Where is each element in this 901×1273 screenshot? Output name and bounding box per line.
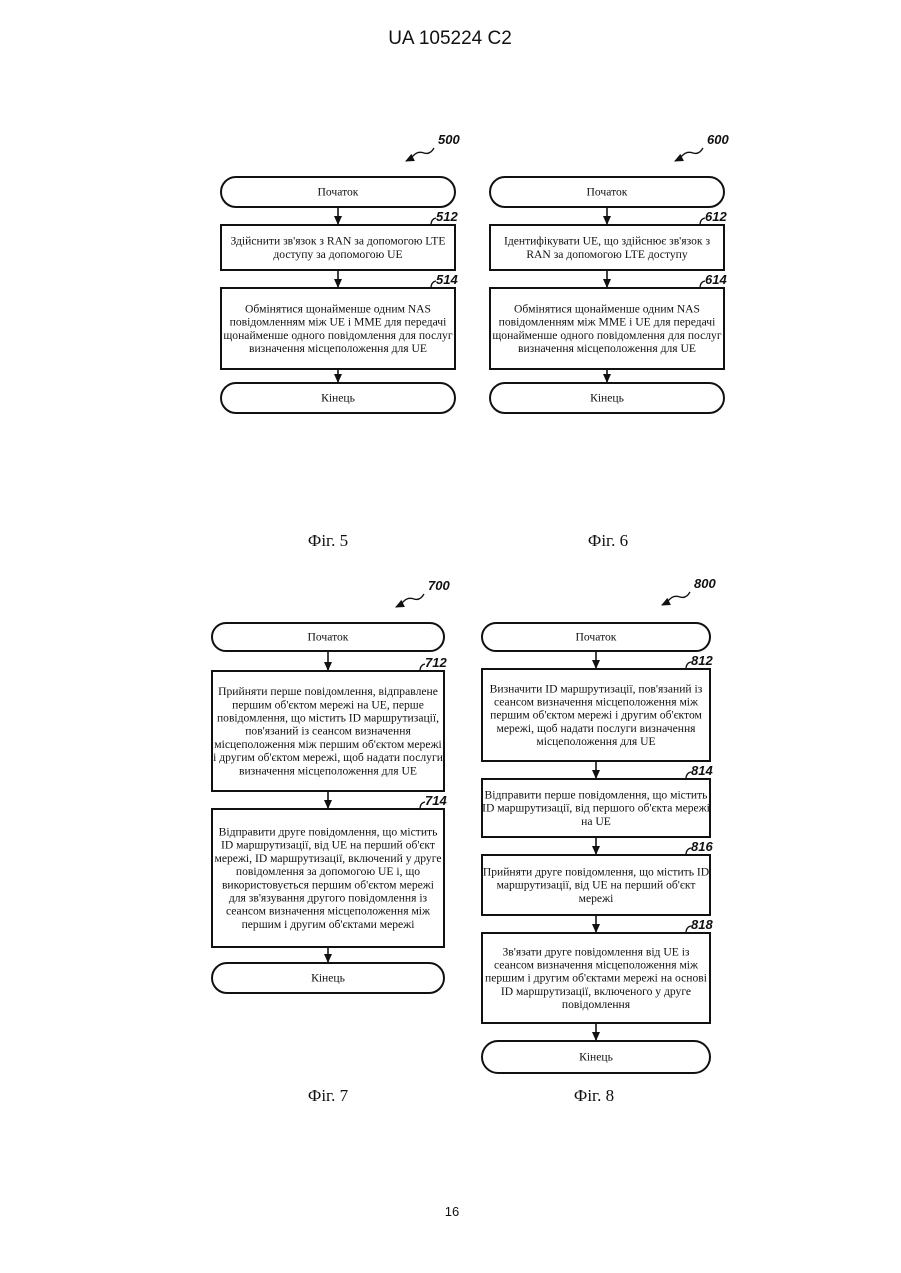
- node-text-line: місцеположення для UE: [536, 735, 655, 748]
- process-node-812: 812Визначити ID маршрутизації, пов'язани…: [482, 653, 713, 761]
- process-node-818: 818Зв'язати друге повідомлення від UE із…: [482, 917, 713, 1023]
- figure-reference-number: 500: [438, 132, 460, 147]
- flowchart-fig8: 800Початок 812Визначити ID маршрутизації,…: [482, 576, 716, 1105]
- process-node-514: 514Обмінятися щонайменше одним NASповідо…: [221, 272, 458, 369]
- node-text-line: доступу за допомогою UE: [273, 248, 402, 261]
- flowchart-fig7: 700Початок 712Прийняти перше повідомлення…: [212, 578, 450, 1105]
- figure-reference-number: 800: [694, 576, 716, 591]
- node-text-line: Кінець: [579, 1051, 613, 1064]
- figure-reference-number: 700: [428, 578, 450, 593]
- process-node-512: 512Здійснити зв'язок з RAN за допомогою …: [221, 209, 458, 270]
- terminal-node-end: Кінець: [212, 963, 444, 993]
- node-text-line: ID маршрутизації, від першого об'єкта ме…: [482, 802, 710, 815]
- node-text-line: повідомлення, що містить ID маршрутизаці…: [217, 711, 439, 724]
- node-reference-number: 514: [436, 272, 458, 287]
- node-text-line: сеансом визначення місцеположення між: [494, 958, 699, 971]
- page-number: 16: [445, 1204, 459, 1219]
- node-text-line: мережі: [579, 892, 614, 905]
- node-text-line: Визначити ID маршрутизації, пов'язаний і…: [490, 682, 703, 695]
- figure-reference-number: 600: [707, 132, 729, 147]
- document-number: UA 105224 C2: [388, 28, 512, 49]
- node-text-line: Початок: [318, 186, 359, 199]
- node-text-line: першим і другим об'єктами мережі на осно…: [485, 972, 707, 985]
- figure-caption: Фіг. 7: [308, 1086, 349, 1105]
- node-text-line: Відправити перше повідомлення, що містит…: [485, 788, 708, 801]
- node-text-line: використовується першим об'єктом мережі: [222, 878, 434, 891]
- process-node-714: 714Відправити друге повідомлення, що міс…: [212, 793, 447, 947]
- node-reference-number: 714: [425, 793, 447, 808]
- node-text-line: повідомлення за допомогою UE і, що: [236, 865, 420, 878]
- node-text-line: першим об'єктом мережі і другим об'єктом: [490, 709, 702, 722]
- figure-caption: Фіг. 6: [588, 531, 628, 550]
- node-text-line: Прийняти друге повідомлення, що містить …: [483, 865, 709, 878]
- reference-leader-squiggle: [396, 594, 424, 607]
- node-reference-number: 614: [705, 272, 727, 287]
- terminal-node-start: Початок: [490, 177, 724, 207]
- flowchart-fig5: 500Початок 512Здійснити зв'язок з RAN за …: [221, 132, 460, 550]
- node-text-line: Обмінятися щонайменше одним NAS: [245, 302, 431, 315]
- node-reference-number: 814: [691, 763, 713, 778]
- node-text-line: мережі, щоб надати послуги визначення: [497, 722, 697, 735]
- node-text-line: першим об'єктом мережі на UE, перше: [232, 698, 424, 711]
- process-node-614: 614Обмінятися щонайменше одним NASповідо…: [490, 272, 727, 369]
- node-text-line: Початок: [587, 186, 628, 199]
- figures-layer: 500Початок 512Здійснити зв'язок з RAN за …: [212, 132, 729, 1105]
- node-reference-number: 812: [691, 653, 713, 668]
- node-text-line: визначення місцеположення для UE: [249, 342, 427, 355]
- node-text-line: на UE: [581, 815, 611, 828]
- reference-leader-squiggle: [675, 148, 703, 161]
- node-text-line: повідомленням між MME і UE для передачі: [499, 316, 716, 329]
- node-reference-number: 512: [436, 209, 458, 224]
- terminal-node-end: Кінець: [490, 383, 724, 413]
- node-text-line: і другим об'єктом мережі, щоб надати пос…: [213, 751, 443, 764]
- node-text-line: повідомлення: [562, 998, 631, 1011]
- node-text-line: RAN за допомогою LTE доступу: [526, 248, 688, 261]
- process-node-816: 816Прийняти друге повідомлення, що місти…: [482, 839, 713, 915]
- node-text-line: Обмінятися щонайменше одним NAS: [514, 302, 700, 315]
- node-reference-number: 712: [425, 655, 447, 670]
- node-text-line: Відправити друге повідомлення, що містит…: [219, 825, 438, 838]
- figure-caption: Фіг. 5: [308, 531, 348, 550]
- node-text-line: Прийняти перше повідомлення, відправлене: [218, 685, 438, 698]
- node-text-line: повідомленням між UE і MME для передачі: [230, 316, 447, 329]
- process-node-612: 612Ідентифікувати UE, що здійснює зв'язо…: [490, 209, 727, 270]
- process-node-712: 712Прийняти перше повідомлення, відправл…: [212, 655, 447, 791]
- node-text-line: визначення місцеположення для UE: [239, 764, 417, 777]
- node-text-line: Кінець: [321, 392, 355, 405]
- node-text-line: мережі, ID маршрутизації, включений у др…: [215, 852, 442, 865]
- node-text-line: Початок: [576, 631, 617, 644]
- node-text-line: Здійснити зв'язок з RAN за допомогою LTE: [231, 235, 446, 248]
- reference-leader-squiggle: [662, 592, 690, 605]
- terminal-node-start: Початок: [212, 623, 444, 651]
- node-text-line: місцеположення між першим об'єктом мереж…: [214, 738, 441, 751]
- node-text-line: щонайменше одного повідомлення для послу…: [223, 329, 452, 342]
- node-text-line: визначення місцеположення для UE: [518, 342, 696, 355]
- terminal-node-end: Кінець: [221, 383, 455, 413]
- flowchart-fig6: 600Початок 612Ідентифікувати UE, що здійс…: [490, 132, 729, 550]
- node-text-line: щонайменше одного повідомлення для послу…: [492, 329, 721, 342]
- terminal-node-start: Початок: [221, 177, 455, 207]
- node-reference-number: 612: [705, 209, 727, 224]
- node-text-line: Початок: [308, 631, 349, 644]
- node-text-line: пов'язаний із сеансом визначення: [245, 725, 411, 738]
- node-text-line: Кінець: [590, 392, 624, 405]
- node-text-line: ID маршрутизації, включеного у друге: [501, 985, 691, 998]
- node-text-line: маршрутизації, від UE на перший об'єкт: [497, 879, 696, 892]
- figure-caption: Фіг. 8: [574, 1086, 614, 1105]
- node-text-line: Кінець: [311, 972, 345, 985]
- node-reference-number: 818: [691, 917, 713, 932]
- node-text-line: ID маршрутизації, від UE на перший об'єк…: [221, 839, 435, 852]
- node-text-line: Зв'язати друге повідомлення від UE із: [502, 945, 689, 958]
- node-text-line: першим і другим об'єктами мережі: [242, 918, 415, 931]
- terminal-node-end: Кінець: [482, 1041, 710, 1073]
- terminal-node-start: Початок: [482, 623, 710, 651]
- process-node-814: 814Відправити перше повідомлення, що міс…: [482, 763, 713, 837]
- node-text-line: для зв'язування другого повідомлення із: [229, 891, 428, 904]
- reference-leader-squiggle: [406, 148, 434, 161]
- node-reference-number: 816: [691, 839, 713, 854]
- node-text-line: сеансом визначення місцеположення між: [226, 905, 431, 918]
- node-text-line: Ідентифікувати UE, що здійснює зв'язок з: [504, 235, 710, 248]
- node-text-line: сеансом визначення місцеположення між: [494, 695, 699, 708]
